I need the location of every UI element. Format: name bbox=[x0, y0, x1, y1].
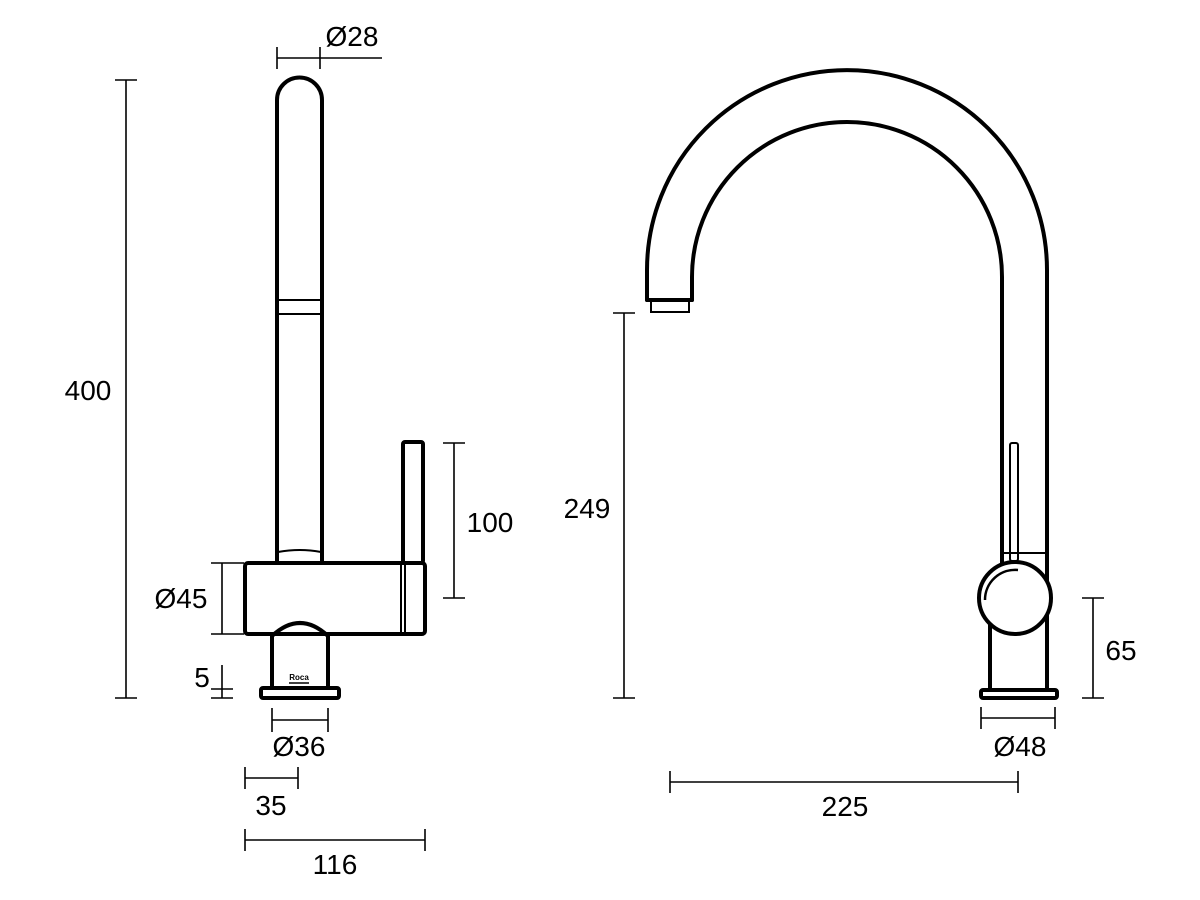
svg-text:5: 5 bbox=[194, 662, 210, 693]
svg-text:Ø45: Ø45 bbox=[155, 583, 208, 614]
front-base bbox=[979, 688, 1059, 700]
dim-lever-height: 100 bbox=[443, 442, 514, 599]
front-knob bbox=[977, 560, 1053, 636]
svg-text:249: 249 bbox=[564, 493, 611, 524]
side-base bbox=[259, 686, 341, 700]
svg-text:Ø28: Ø28 bbox=[326, 21, 379, 52]
front-view: 249 65 Ø48 225 bbox=[564, 68, 1137, 822]
side-view: Roca Ø28 400 100 Ø45 bbox=[65, 21, 514, 880]
side-spout-tube bbox=[275, 75, 324, 564]
side-body bbox=[243, 561, 427, 636]
dim-total-height: 400 bbox=[65, 79, 137, 699]
knob-highlight bbox=[983, 568, 1019, 601]
side-neck bbox=[270, 621, 330, 690]
svg-text:35: 35 bbox=[255, 790, 286, 821]
dim-spout-height: 249 bbox=[564, 312, 635, 699]
spout-collar bbox=[277, 549, 322, 553]
roca-logo: Roca bbox=[289, 673, 309, 682]
svg-text:400: 400 bbox=[65, 375, 112, 406]
dim-base-height: 5 bbox=[194, 662, 233, 699]
svg-text:225: 225 bbox=[822, 791, 869, 822]
aerator bbox=[650, 300, 690, 313]
dim-front-base-diameter: Ø48 bbox=[980, 707, 1056, 762]
dim-knob-height: 65 bbox=[1082, 597, 1137, 699]
side-lever bbox=[401, 440, 425, 565]
svg-text:Ø48: Ø48 bbox=[994, 731, 1047, 762]
dim-total-depth: 116 bbox=[244, 829, 426, 880]
svg-text:116: 116 bbox=[313, 849, 358, 880]
front-lever bbox=[1009, 442, 1019, 562]
svg-text:100: 100 bbox=[467, 507, 514, 538]
dim-spout-diameter: Ø28 bbox=[276, 21, 382, 69]
dim-spout-reach: 225 bbox=[669, 771, 1019, 822]
svg-text:65: 65 bbox=[1105, 635, 1136, 666]
gooseneck-spout bbox=[645, 68, 1049, 692]
dim-body-diameter: Ø45 bbox=[155, 562, 244, 635]
svg-text:Ø36: Ø36 bbox=[273, 731, 326, 762]
dim-base-diameter: Ø36 bbox=[271, 708, 329, 762]
dim-axis-offset: 35 bbox=[244, 767, 299, 821]
